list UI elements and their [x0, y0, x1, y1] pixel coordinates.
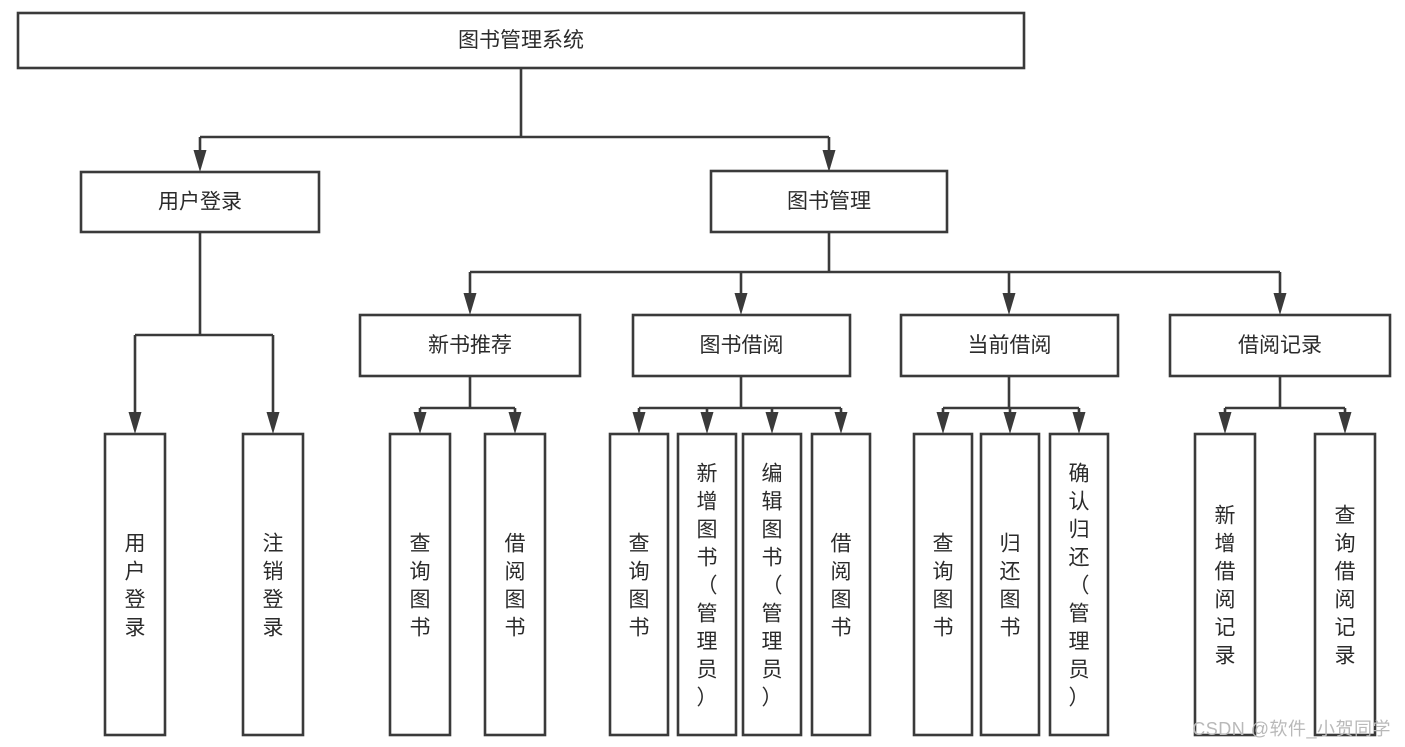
node-leaf-edit-book-admin[interactable]: 编辑图书（管理员）: [741, 432, 803, 737]
node-label-root: 图书管理系统: [458, 29, 584, 52]
arrow-head-icon: [700, 412, 714, 434]
node-label-leaf-edit-book-admin: 编辑图书（管理员）: [762, 462, 783, 709]
connector-group-user-login-to-leaves: [128, 232, 280, 434]
node-box-leaf-edit-book-admin[interactable]: [741, 432, 803, 737]
nodes-layer: 图书管理系统用户登录图书管理新书推荐图书借阅当前借阅借阅记录用户登录注销登录查询…: [16, 11, 1392, 737]
node-box-leaf-query-book-new[interactable]: [388, 432, 452, 737]
node-leaf-add-borrow-record[interactable]: 新增借阅记录: [1193, 432, 1257, 737]
connector-group-book-borrow-to-leaves: [632, 376, 848, 434]
node-box-leaf-add-borrow-record[interactable]: [1193, 432, 1257, 737]
node-leaf-borrow-book[interactable]: 借阅图书: [810, 432, 872, 737]
node-book-management[interactable]: 图书管理: [709, 169, 949, 234]
node-current-borrow[interactable]: 当前借阅: [899, 313, 1120, 378]
node-box-leaf-query-book-current[interactable]: [912, 432, 974, 737]
connector-group-new-book-to-leaves: [413, 376, 522, 434]
node-label-leaf-borrow-book-new: 借阅图书: [505, 532, 526, 639]
node-leaf-return-book[interactable]: 归还图书: [979, 432, 1041, 737]
arrow-head-icon: [193, 150, 207, 172]
arrow-head-icon: [1338, 412, 1352, 434]
node-box-leaf-borrow-book-new[interactable]: [483, 432, 547, 737]
arrow-head-icon: [1273, 293, 1287, 315]
node-box-leaf-borrow-book[interactable]: [810, 432, 872, 737]
connector-group-borrow-record-to-leaves: [1218, 376, 1352, 434]
node-label-leaf-confirm-return-admin: 确认归还（管理员）: [1069, 462, 1090, 709]
arrow-head-icon: [834, 412, 848, 434]
node-book-borrow[interactable]: 图书借阅: [631, 313, 852, 378]
node-label-borrow-record: 借阅记录: [1238, 334, 1322, 357]
node-label-book-management: 图书管理: [787, 190, 871, 213]
arrow-head-icon: [508, 412, 522, 434]
connector-group-book-management-to-level2: [463, 232, 1287, 315]
node-box-user-login[interactable]: [79, 170, 321, 234]
node-label-leaf-borrow-book: 借阅图书: [831, 532, 852, 639]
arrow-head-icon: [734, 293, 748, 315]
node-box-current-borrow[interactable]: [899, 313, 1120, 378]
arrow-head-icon: [1218, 412, 1232, 434]
node-box-leaf-confirm-return-admin[interactable]: [1048, 432, 1110, 737]
node-box-new-book-recommend[interactable]: [358, 313, 582, 378]
node-label-new-book-recommend: 新书推荐: [428, 334, 512, 357]
node-label-leaf-return-book: 归还图书: [1000, 532, 1021, 639]
node-label-leaf-logout: 注销登录: [263, 532, 284, 639]
node-box-leaf-query-borrow-record[interactable]: [1313, 432, 1377, 737]
node-box-leaf-logout[interactable]: [241, 432, 305, 737]
arrow-head-icon: [765, 412, 779, 434]
node-box-leaf-add-book-admin[interactable]: [676, 432, 738, 737]
node-label-current-borrow: 当前借阅: [968, 334, 1052, 357]
node-leaf-add-book-admin[interactable]: 新增图书（管理员）: [676, 432, 738, 737]
arrow-head-icon: [1072, 412, 1086, 434]
arrow-head-icon: [822, 150, 836, 172]
node-box-root[interactable]: [16, 11, 1026, 70]
arrow-head-icon: [266, 412, 280, 434]
node-label-leaf-query-book-current: 查询图书: [933, 532, 954, 639]
node-label-book-borrow: 图书借阅: [700, 334, 784, 357]
connectors-layer: [128, 68, 1352, 434]
node-box-leaf-user-login[interactable]: [103, 432, 167, 737]
arrow-head-icon: [936, 412, 950, 434]
node-label-leaf-query-book-new: 查询图书: [410, 532, 431, 639]
node-label-user-login: 用户登录: [158, 191, 242, 214]
node-box-book-management[interactable]: [709, 169, 949, 234]
node-leaf-query-book-current[interactable]: 查询图书: [912, 432, 974, 737]
node-label-leaf-query-borrow-record: 查询借阅记录: [1335, 504, 1356, 667]
connector-group-current-borrow-to-leaves: [936, 376, 1086, 434]
node-box-book-borrow[interactable]: [631, 313, 852, 378]
arrow-head-icon: [1002, 293, 1016, 315]
node-box-leaf-query-book-borrow[interactable]: [608, 432, 670, 737]
arrow-head-icon: [413, 412, 427, 434]
node-leaf-logout[interactable]: 注销登录: [241, 432, 305, 737]
node-label-leaf-add-book-admin: 新增图书（管理员）: [697, 462, 718, 709]
node-label-leaf-add-borrow-record: 新增借阅记录: [1215, 504, 1236, 667]
node-label-leaf-user-login: 用户登录: [125, 532, 146, 639]
node-leaf-query-book-new[interactable]: 查询图书: [388, 432, 452, 737]
arrow-head-icon: [128, 412, 142, 434]
arrow-head-icon: [1003, 412, 1017, 434]
node-box-borrow-record[interactable]: [1168, 313, 1392, 378]
node-box-leaf-return-book[interactable]: [979, 432, 1041, 737]
node-leaf-borrow-book-new[interactable]: 借阅图书: [483, 432, 547, 737]
node-leaf-query-book-borrow[interactable]: 查询图书: [608, 432, 670, 737]
node-borrow-record[interactable]: 借阅记录: [1168, 313, 1392, 378]
node-user-login[interactable]: 用户登录: [79, 170, 321, 234]
connector-group-root-to-level1: [193, 68, 836, 172]
arrow-head-icon: [632, 412, 646, 434]
node-leaf-user-login[interactable]: 用户登录: [103, 432, 167, 737]
node-leaf-query-borrow-record[interactable]: 查询借阅记录: [1313, 432, 1377, 737]
node-root[interactable]: 图书管理系统: [16, 11, 1026, 70]
node-leaf-confirm-return-admin[interactable]: 确认归还（管理员）: [1048, 432, 1110, 737]
arrow-head-icon: [463, 293, 477, 315]
node-new-book-recommend[interactable]: 新书推荐: [358, 313, 582, 378]
node-label-leaf-query-book-borrow: 查询图书: [629, 532, 650, 639]
